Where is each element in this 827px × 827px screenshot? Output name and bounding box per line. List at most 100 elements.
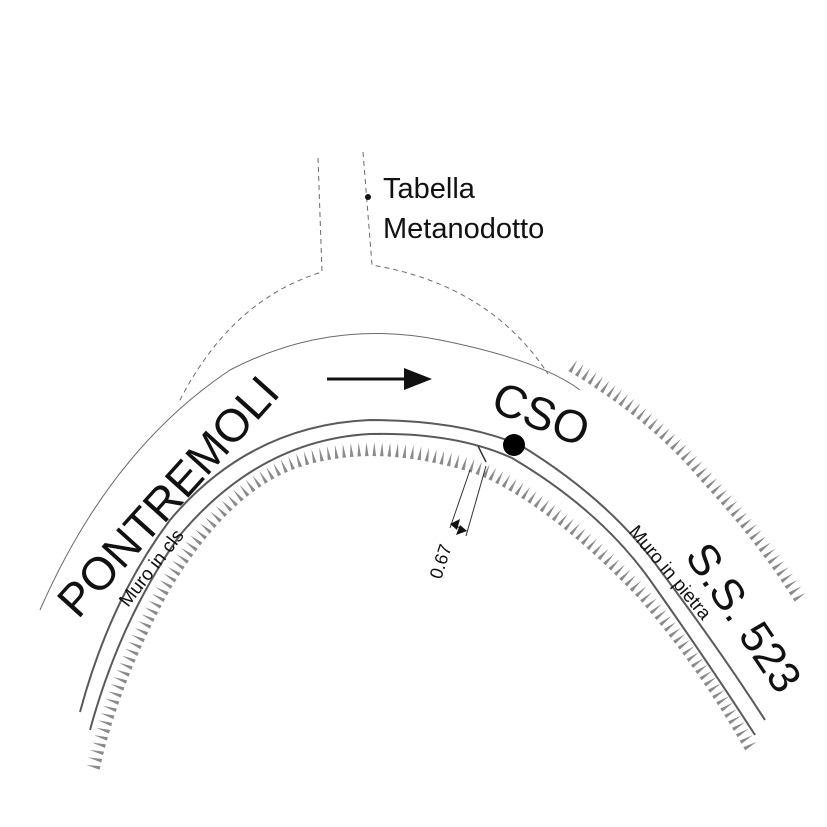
hatch-tick [327, 445, 332, 461]
hatch-tick [675, 444, 687, 456]
hatch-tick [557, 513, 568, 526]
hatch-tick [103, 705, 117, 712]
hatch-tick [239, 484, 250, 497]
hatch-tick [603, 553, 615, 566]
filled-circle-marker [503, 434, 525, 456]
hatch-tick [334, 444, 339, 459]
hatch-tick [141, 614, 155, 623]
hatch-tick [311, 449, 317, 464]
hatch-tick [608, 559, 620, 571]
hatch-tick [720, 702, 734, 712]
road-outer-edge [39, 333, 581, 611]
hatch-tick [533, 495, 543, 508]
side-road-edge-right [362, 151, 549, 375]
hatch-tick [780, 573, 794, 583]
hatch-tick [205, 517, 217, 529]
hatch-tick [128, 641, 142, 650]
hatch-tick [730, 506, 743, 518]
hatch-tick [215, 505, 228, 518]
hatch-tick [303, 451, 310, 466]
hatch-tick [252, 475, 262, 488]
hatch-tick [357, 442, 362, 457]
hatch-tick [685, 455, 698, 467]
hatch-tick [402, 444, 406, 459]
hatch-tick [630, 403, 641, 416]
marker-label: CSO [485, 371, 597, 457]
hatch-tick [739, 518, 752, 529]
hatch-tick [190, 535, 203, 546]
hatch-tick [699, 670, 713, 681]
hatch-tick [172, 560, 185, 570]
hatch-tick [387, 442, 392, 457]
hatch-tick [86, 764, 101, 770]
side-road [177, 151, 549, 405]
hatch-tick [776, 567, 789, 577]
hatch-tick [720, 495, 733, 506]
hatch-tick [744, 524, 757, 535]
hatch-tick [754, 536, 767, 547]
hatch-tick [700, 472, 713, 484]
hatch-tick [394, 443, 399, 458]
hatch-tick [677, 639, 690, 650]
hatch-tick [690, 658, 704, 668]
hatch-tick [792, 592, 806, 602]
hatch-tick [122, 655, 136, 663]
point-marker [365, 194, 371, 200]
hatch-tick [695, 664, 708, 675]
hatch-tick [725, 500, 738, 512]
wall-line-outer [79, 418, 766, 721]
hatch-tick [159, 580, 173, 589]
hatch-tick [163, 573, 177, 583]
hatch-tick [574, 363, 584, 377]
hatch-tick [686, 652, 699, 662]
hatch-tick [245, 479, 256, 493]
hatch-tick [527, 491, 537, 504]
hatch-tick [640, 592, 652, 603]
hatch-tick [758, 542, 771, 553]
hatch-tick [593, 376, 604, 390]
hatch-tick [618, 394, 629, 407]
hatch-tick [715, 489, 728, 501]
hatch-tick [200, 523, 212, 534]
hatch-tick [788, 586, 802, 596]
hatch-tick [612, 389, 623, 402]
hatch-tick [654, 609, 667, 621]
hatch-tick [703, 677, 717, 687]
wall-line-inner [89, 432, 756, 736]
hatch-tick [221, 500, 233, 512]
sign-label-line2: Metanodotto [383, 213, 544, 245]
hatch-tick [563, 518, 574, 531]
hatch-tick [649, 604, 662, 615]
hatch-tick [545, 504, 556, 517]
hatch-tick [581, 368, 591, 381]
hatch-tick [680, 449, 692, 461]
hatch-tick [735, 512, 748, 523]
hatch-tick [771, 560, 785, 571]
hatch-tick [468, 458, 475, 473]
hatch-tick [93, 735, 108, 741]
hatch-tick [100, 713, 115, 720]
sign-label-line1: Tabella [383, 173, 476, 205]
hatch-tick [592, 543, 603, 556]
hatch-tick [439, 450, 445, 465]
hatch-tick [475, 461, 483, 476]
hatch-tick [151, 593, 166, 603]
hatch-tick [587, 372, 597, 385]
hatch-tick [134, 627, 149, 636]
hatch-tick [569, 523, 580, 536]
hatch-tick [167, 567, 181, 577]
hatch-tick [636, 408, 647, 421]
hatch-tick [116, 669, 130, 677]
hatch-tick [138, 620, 152, 629]
hatch-tick [600, 380, 610, 394]
hatch-tick [743, 741, 757, 751]
hatch-tick [732, 722, 746, 731]
hatch-tick [606, 385, 616, 398]
hatch-tick [379, 442, 384, 457]
hatch-tick [624, 575, 636, 587]
hatch-tick [695, 467, 708, 478]
hatch-tick [551, 509, 562, 522]
hatch-tick [710, 483, 723, 495]
hatch-tick [108, 691, 122, 698]
hatch-tick [342, 443, 347, 458]
